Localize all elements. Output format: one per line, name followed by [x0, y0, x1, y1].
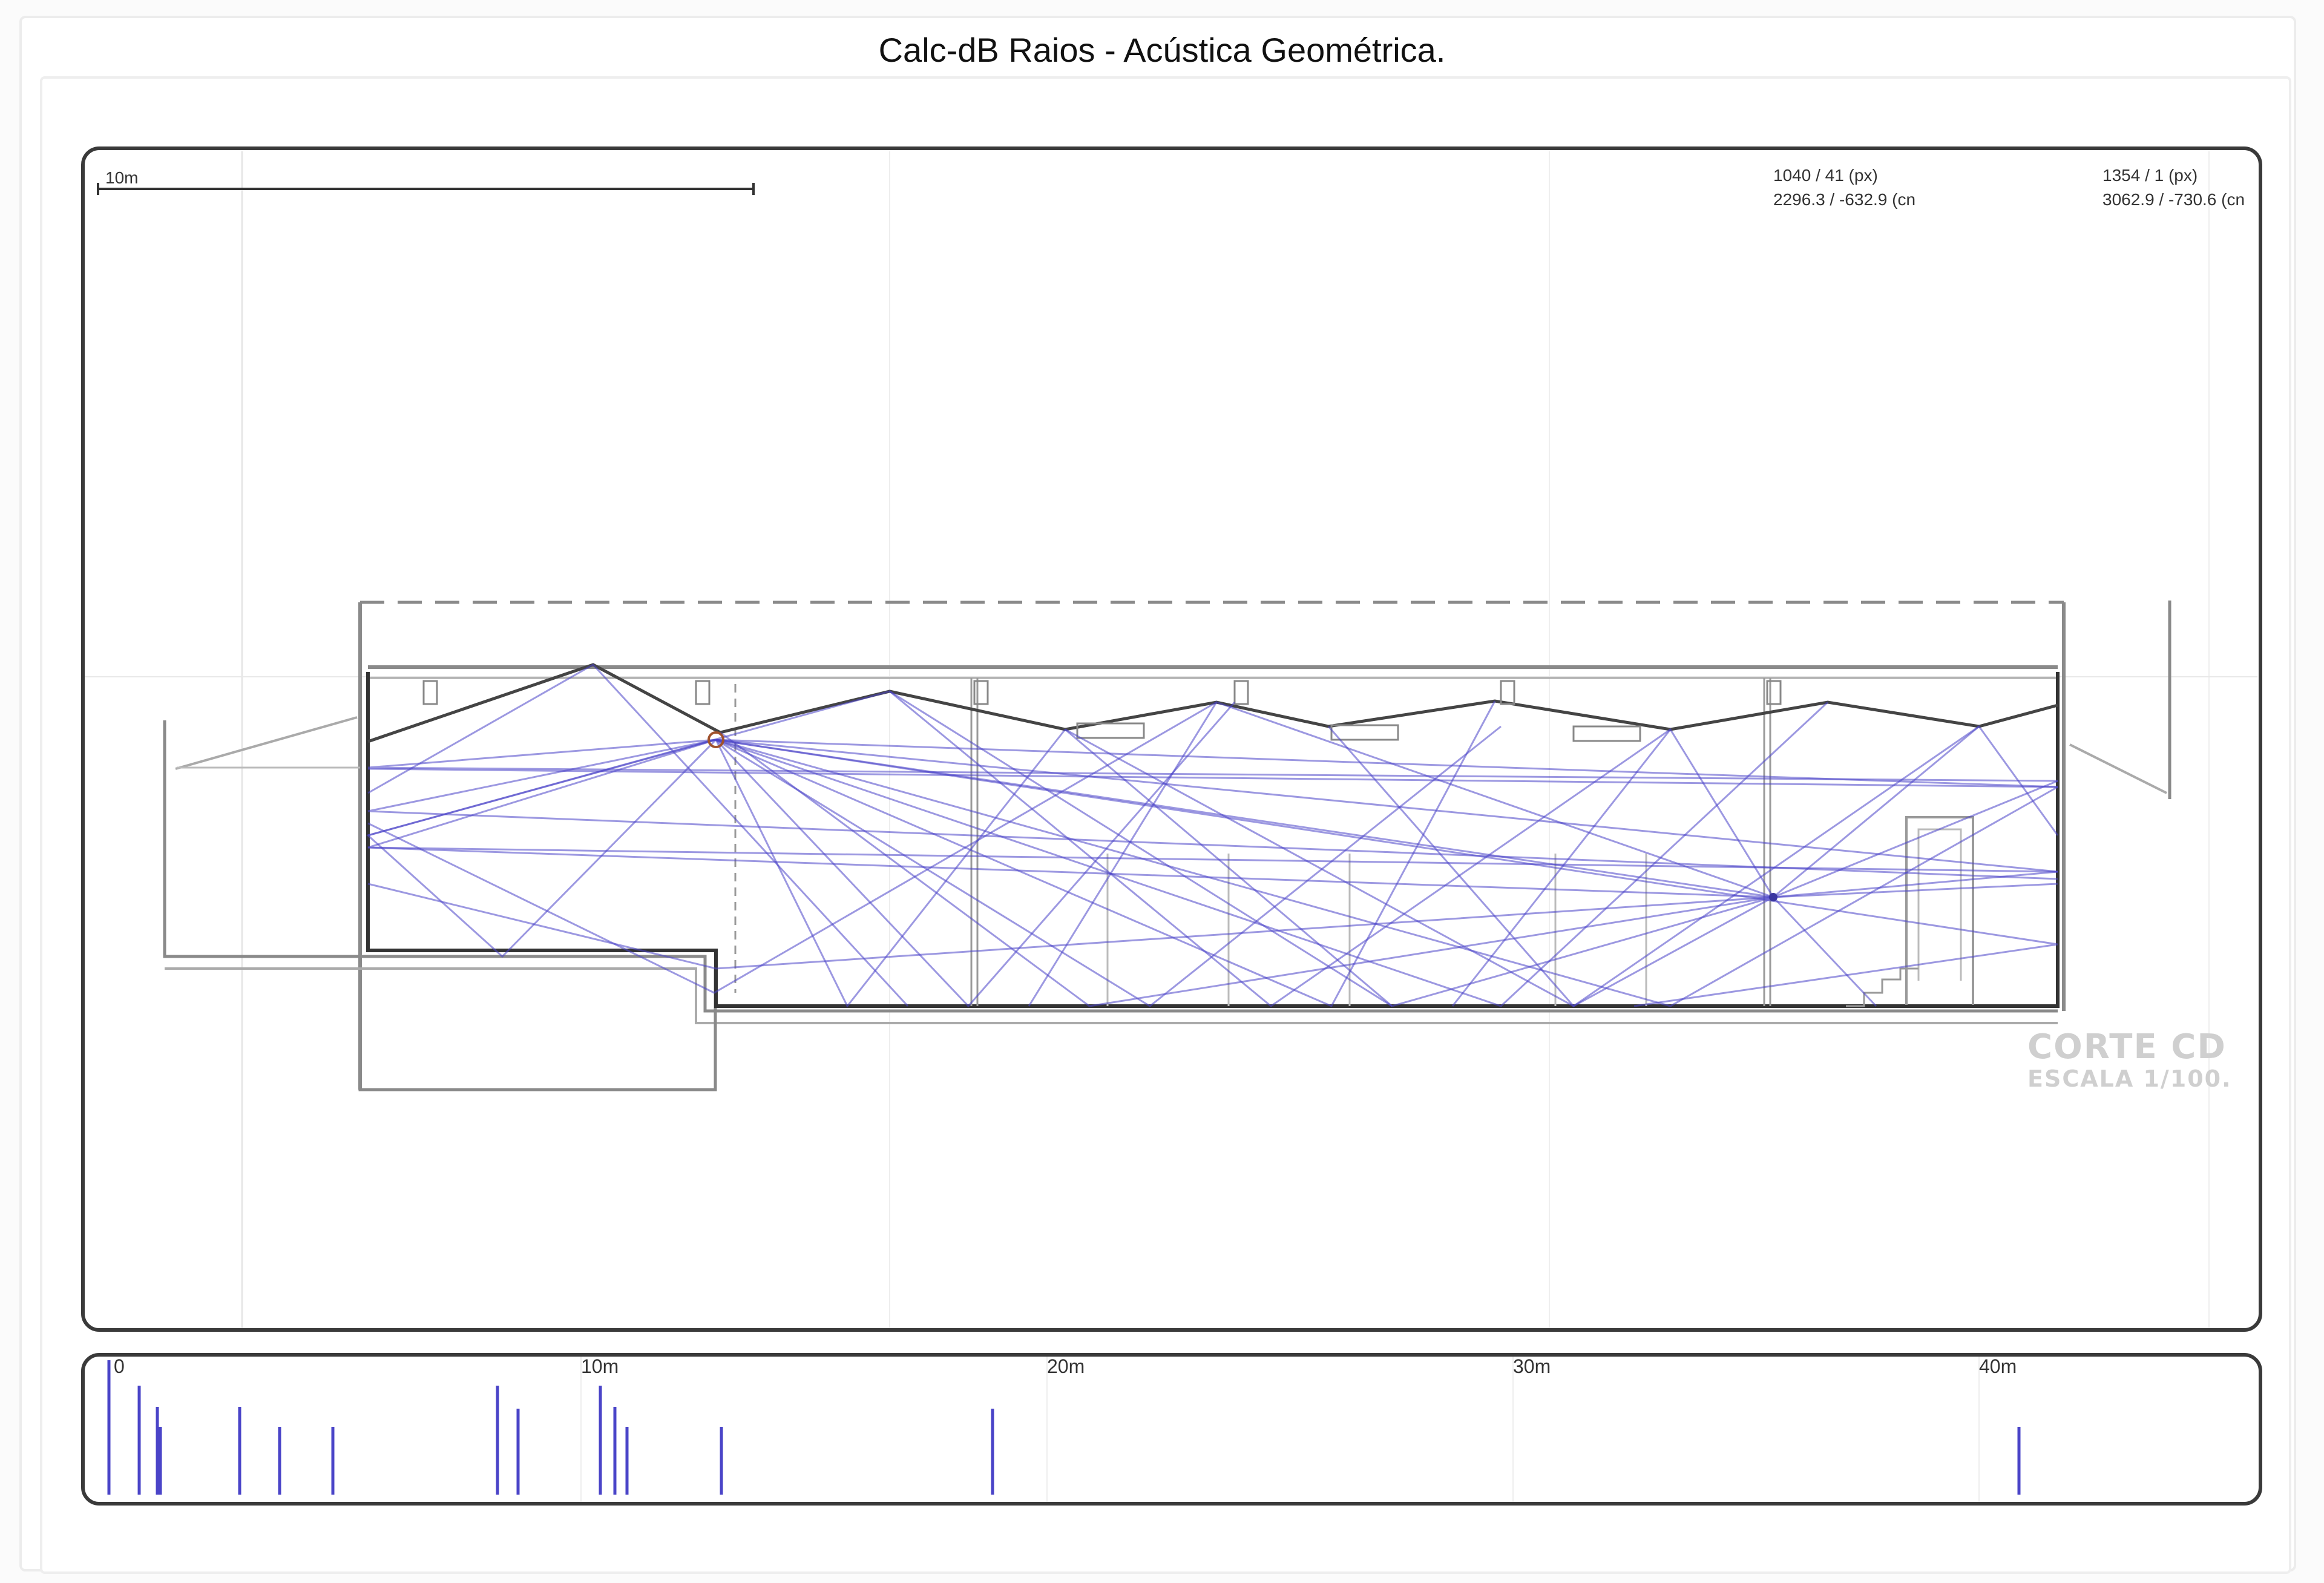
cursor-readout-2-px: 1354 / 1 (px) [2102, 166, 2198, 185]
drawing-caption-title: CORTE CD [2027, 1027, 2227, 1067]
ceiling-fixture [422, 680, 438, 705]
acoustic-ray [1773, 870, 2058, 898]
stairs [1846, 967, 1919, 1007]
cursor-readout-1-px: 1040 / 41 (px) [1773, 166, 1878, 185]
drawing-caption: CORTE CD ESCALA 1/100. [2027, 1027, 2232, 1094]
receiver-marker [1769, 893, 1777, 901]
acoustic-ray [367, 739, 1774, 898]
acoustic-ray [1028, 701, 1774, 1007]
ceiling-panel [1572, 725, 1641, 742]
cursor-readout-1: 1040 / 41 (px) 2296.3 / -632.9 (cn [1773, 163, 1915, 212]
acoustic-ray [715, 739, 2058, 1007]
acoustic-ray [367, 701, 1217, 994]
ceiling-panel [1330, 724, 1399, 741]
acoustic-ray [1772, 896, 1877, 1007]
door-frame [1905, 816, 1974, 1005]
acoustic-ray [715, 739, 2058, 788]
acoustic-ray [367, 690, 1393, 1007]
acoustic-ray [1065, 728, 1774, 1007]
side-roof-right [2069, 743, 2167, 794]
acoustic-ray [715, 700, 1496, 1007]
drawing-caption-scale: ESCALA 1/100. [2027, 1065, 2232, 1092]
cursor-readout-2: 1354 / 1 (px) 3062.9 / -730.6 (cn [2102, 163, 2245, 212]
ceiling-panel [1076, 722, 1145, 739]
acoustic-ray [1773, 883, 2058, 898]
section-drawing [85, 151, 2257, 1328]
basement-outline [358, 969, 717, 1091]
acoustic-ray [715, 739, 2058, 1007]
cursor-readout-1-cm: 2296.3 / -632.9 (cn [1773, 190, 1916, 209]
scale-bar-label: 10m [105, 168, 139, 187]
acoustic-ray [367, 663, 909, 1007]
acoustic-ray [367, 883, 1774, 970]
acoustic-ray [367, 768, 2058, 788]
acoustic-ray [720, 731, 1774, 1007]
acoustic-ray [367, 739, 2058, 782]
hall-contour [366, 672, 2060, 1008]
ceiling-fixture [973, 680, 989, 705]
timeline-tick-0: 0 [114, 1355, 125, 1377]
timeline-tick-10m: 10m [581, 1355, 619, 1377]
floor-outline-lower [165, 967, 2058, 1024]
acoustic-ray [715, 729, 1066, 1008]
ray-tracing-canvas[interactable]: 10m 1040 / 41 (px) 2296.3 / -632.9 (cn 1… [81, 146, 2262, 1332]
acoustic-ray [715, 739, 2058, 873]
acoustic-ray [367, 846, 2058, 873]
acoustic-ray [1065, 725, 1980, 1007]
echogram-bars [107, 1357, 2021, 1502]
cursor-readout-2-cm: 3062.9 / -730.6 (cn [2102, 190, 2245, 209]
sound-source-marker [707, 731, 724, 748]
door-inner [1917, 828, 1962, 981]
timeline-tick-30m: 30m [1513, 1355, 1551, 1377]
ceiling-fixture [1233, 680, 1249, 705]
echogram-timeline[interactable]: 0 10m 20m 30m 40m [81, 1353, 2262, 1506]
timeline-tick-20m: 20m [1047, 1355, 1085, 1377]
timeline-tick-40m: 40m [1979, 1355, 2017, 1377]
acoustic-ray [889, 690, 1671, 1007]
ceiling-fixture [1766, 680, 1782, 705]
side-roof-left [175, 716, 358, 770]
acoustic-ray [1773, 780, 2058, 898]
app-title: Calc-dB Raios - Acústica Geométrica. [878, 31, 1446, 69]
ceiling-fixture [1500, 680, 1515, 705]
acoustic-ray [715, 725, 1502, 1007]
ceiling-fixture [695, 680, 711, 705]
ceiling-reflector-profile [367, 663, 2058, 743]
acoustic-ray [715, 701, 1829, 1007]
acoustic-ray [715, 702, 1236, 1008]
